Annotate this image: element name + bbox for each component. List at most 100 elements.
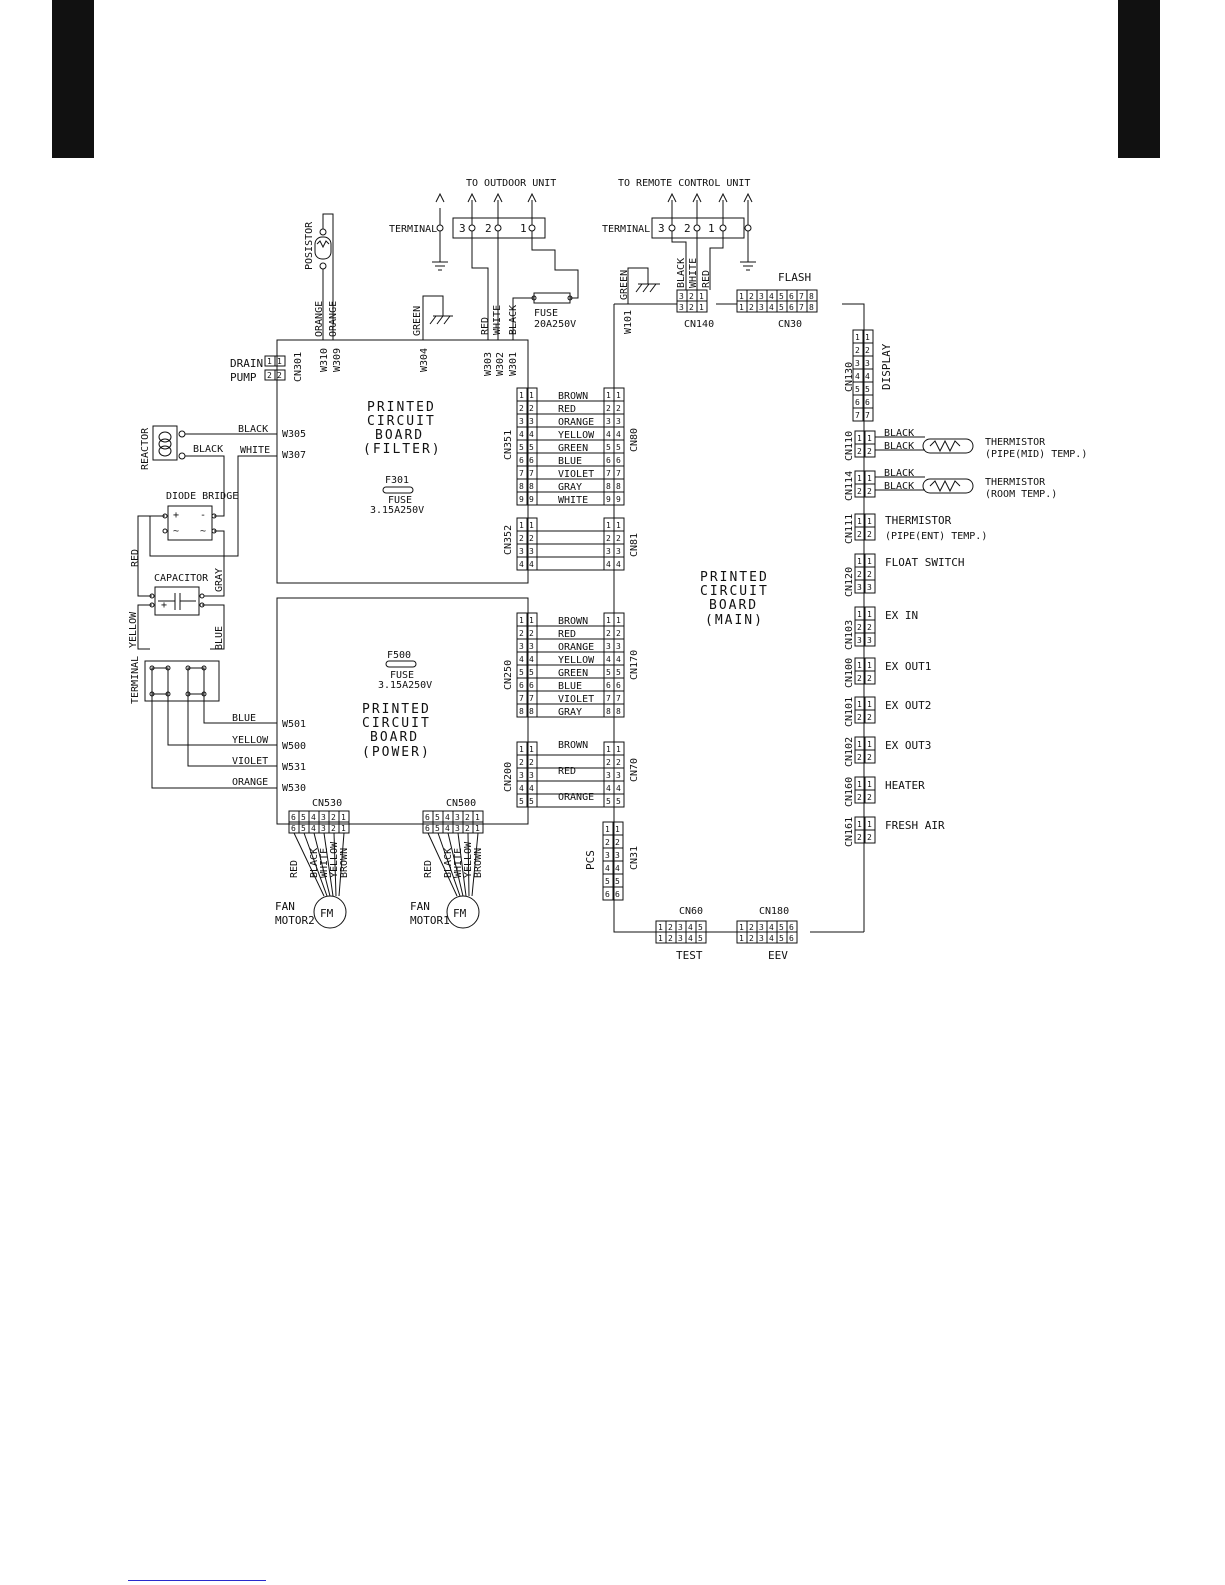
cn160-label: CN160 [844,777,855,807]
svg-text:VIOLET: VIOLET [232,756,268,767]
cn530-group-pin: 3 [321,813,326,822]
outdoor-terminal-1 [528,224,536,232]
diode-bridge-icon [167,505,213,541]
cn530-group-pin: 4 [311,813,316,822]
cn352-left-pin: 2 [519,534,524,543]
cn530-group-pin: 4 [311,824,316,833]
svg-text:3: 3 [658,222,665,235]
cn250-left-pin: 6 [529,681,534,690]
cn500-group-wire-color: YELLOW [463,841,474,878]
cn200-right-pin: 4 [606,784,611,793]
svg-text:PCS: PCS [584,850,597,870]
svg-text:CN180: CN180 [759,906,789,917]
cn200-right-pin: 4 [616,784,621,793]
svg-text:W531: W531 [282,762,306,773]
cn31-pin: 5 [615,877,620,886]
cn60-pin: 2 [668,934,673,943]
svg-text:GREEN: GREEN [619,270,630,300]
cn60-pin: 2 [668,923,673,932]
cn180-pin: 5 [779,923,784,932]
cn120-pin: 3 [857,583,862,592]
thermistor-wire: BLACK [884,441,914,452]
cn351-right-pin: 1 [606,391,611,400]
cn351-left-pin: 6 [519,456,524,465]
svg-text:2: 2 [684,222,691,235]
svg-text:2: 2 [267,371,272,380]
cn530-group-wire-color: YELLOW [329,841,340,878]
cn200-right-pin: 3 [616,771,621,780]
cn103-peripheral-label: EX IN [885,609,918,622]
cn352-right-pin: 4 [606,560,611,569]
svg-text:~: ~ [173,526,179,537]
cn101-pin: 1 [857,700,862,709]
cn130-pin: 1 [865,333,870,342]
cn351-left-pin: 6 [529,456,534,465]
svg-text:CN351: CN351 [503,430,514,460]
cn250-left-pin: 3 [519,642,524,651]
cn110-pin: 2 [867,447,872,456]
cn30-pin: 6 [789,303,794,312]
svg-text:(MAIN): (MAIN) [705,613,764,628]
cn530-group-wire-color: BLACK [309,848,320,878]
cn250-right-pin: 1 [616,616,621,625]
svg-text:GRAY: GRAY [214,568,225,592]
main-board: PRINTED CIRCUIT BOARD (MAIN) W101 GREEN [613,267,865,933]
svg-text:WHITE: WHITE [492,305,503,335]
cn500-group-wire-color: BROWN [473,848,484,878]
cn30-pin: 5 [779,292,784,301]
cn30-pin: 5 [779,303,784,312]
svg-text:CN70: CN70 [629,758,640,782]
cn351-right-pin: 6 [606,456,611,465]
svg-text:3.15A250V: 3.15A250V [370,505,424,516]
cn351-left-pin: 4 [519,430,524,439]
svg-text:DRAIN: DRAIN [230,357,263,370]
cn130-pin: 2 [865,346,870,355]
cn351-left-pin: 3 [519,417,524,426]
cn351-wire-color: BROWN [558,391,588,402]
cn351-left-pin: 5 [529,443,534,452]
left-terminal-block: TERMINAL BLUE YELLOW VIOLET ORANGE [130,656,277,789]
cn200-left-pin: 5 [519,797,524,806]
cn351-right-pin: 2 [606,404,611,413]
cn161-pin: 1 [867,820,872,829]
cn250-left-pin: 4 [519,655,524,664]
cn102-peripheral-label: EX OUT3 [885,739,931,752]
svg-text:MOTOR1: MOTOR1 [410,914,450,927]
reactor-label: REACTOR [140,427,151,470]
cn500-group-wire-color: BLACK [443,848,454,878]
cn351-right-pin: 8 [616,482,621,491]
cn102-pin: 1 [857,740,862,749]
svg-text:W500: W500 [282,741,306,752]
svg-text:2: 2 [485,222,492,235]
cn530-group-pin: 5 [301,824,306,833]
cn351-wire-color: WHITE [558,495,588,506]
svg-text:FUSE: FUSE [388,495,412,506]
svg-text:PUMP: PUMP [230,371,257,384]
cn200-left-pin: 2 [519,758,524,767]
cn160-pin: 1 [867,780,872,789]
cn250-wire-color: GRAY [558,707,582,718]
filter-board-outline [276,339,529,584]
cn351-left-pin: 2 [519,404,524,413]
cn161-pin: 2 [857,833,862,842]
thermistor-icon [922,478,974,494]
thermistor-icon [922,438,974,454]
cn161-label: CN161 [844,817,855,847]
cn351-left-pin: 5 [519,443,524,452]
cn103-label: CN103 [844,620,855,650]
cn60-pin: 1 [658,923,663,932]
cn500-group-pin: 3 [455,813,460,822]
outdoor-terminal-3 [468,224,476,232]
svg-text:EEV: EEV [768,949,788,962]
cn103-pin: 2 [857,623,862,632]
cn250-wire-color: GREEN [558,668,588,679]
cn101-peripheral-label: EX OUT2 [885,699,931,712]
svg-text:CN60: CN60 [679,906,703,917]
cn500-group-pin: 2 [465,813,470,822]
cn140-pin: 2 [689,292,694,301]
cn130-pin: 3 [865,359,870,368]
